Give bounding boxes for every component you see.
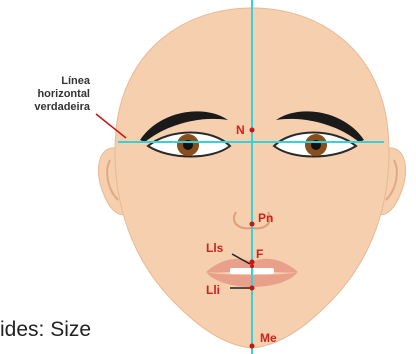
label-f: F	[256, 247, 263, 261]
side-label-line-3: verdadeira	[34, 101, 91, 113]
label-lls: Lls	[206, 241, 224, 255]
point-me	[250, 344, 255, 349]
label-pn: Pn	[258, 211, 273, 225]
point-f	[250, 260, 255, 265]
point-lli	[250, 286, 255, 291]
footer-caption: ides: Size	[0, 318, 91, 342]
label-n: N	[236, 123, 245, 137]
side-label-line-1: Línea	[61, 75, 91, 87]
point-pn	[250, 222, 255, 227]
label-lli: Lli	[206, 283, 220, 297]
point-n	[250, 128, 255, 133]
point-lls	[250, 264, 254, 268]
side-label-line-2: horizontal	[37, 88, 90, 100]
label-me: Me	[260, 331, 277, 345]
